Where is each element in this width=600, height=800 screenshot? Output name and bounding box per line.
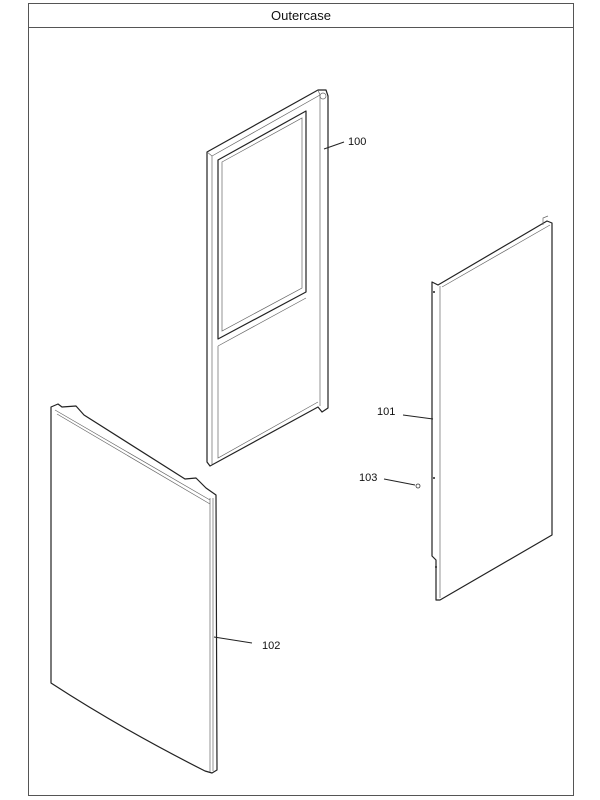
- callout-101: 101: [377, 406, 395, 418]
- leader-line-102: [213, 636, 253, 644]
- callout-102: 102: [262, 640, 280, 652]
- part-102-front-panel[interactable]: [50, 403, 218, 774]
- callout-103: 103: [359, 472, 377, 484]
- callout-100: 100: [348, 136, 366, 148]
- diagram-title: Outercase: [29, 4, 573, 28]
- leader-line-103: [383, 478, 416, 486]
- leader-line-101: [402, 414, 434, 420]
- part-101-side-panel[interactable]: [431, 215, 553, 601]
- part-100-frame[interactable]: [206, 89, 329, 467]
- part-103-screw[interactable]: [415, 483, 421, 489]
- leader-line-100: [323, 141, 345, 150]
- diagram-frame: Outercase: [28, 3, 574, 796]
